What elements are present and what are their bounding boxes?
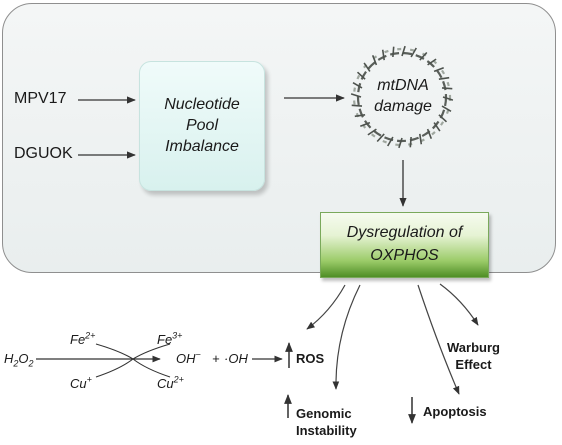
apoptosis-arrow: [417, 284, 460, 395]
ros-label: ROS: [296, 351, 325, 366]
helix-rung: [351, 104, 363, 107]
helix-rung: [433, 66, 444, 73]
helix-rung: [426, 128, 433, 139]
mtdna-label-line2: damage: [374, 98, 432, 115]
genomic-instability-label: Genomic Instability: [296, 406, 357, 438]
helix-rung: [360, 121, 371, 128]
warburg-effect-label: Warburg Effect: [447, 340, 500, 372]
mtdna-label: mtDNA damage: [362, 75, 444, 117]
cu-cycle-arrow: [95, 358, 171, 378]
cu2-label: Cu2+: [157, 374, 184, 391]
plus-sign: +: [212, 351, 220, 366]
helix-rung: [438, 114, 448, 123]
helix-rung: [356, 71, 366, 80]
warburg-arrow: [439, 283, 479, 326]
oxphos-box-line2: OXPHOS: [370, 247, 439, 264]
helix-rung: [441, 105, 452, 112]
helix-rung: [433, 122, 441, 132]
apoptosis-label: Apoptosis: [423, 404, 487, 419]
ros-arrow: [306, 284, 346, 330]
nucleotide-box-line2: Pool: [185, 117, 219, 134]
helix-rung: [354, 114, 366, 118]
nucleotide-pool-box: Nucleotide Pool Imbalance: [139, 61, 265, 191]
helix-rung: [442, 96, 454, 101]
helix-rung: [419, 51, 428, 61]
helix-rung: [350, 93, 362, 98]
mpv17-label: MPV17: [14, 90, 67, 107]
hydroxide-label: OH−: [176, 349, 201, 366]
cu1-label: Cu+: [70, 374, 92, 391]
helix-rung: [387, 136, 394, 147]
helix-rung: [352, 82, 363, 89]
hydroxyl-radical-label: ·OH: [224, 351, 248, 366]
fe3-label: Fe3+: [157, 330, 183, 347]
fe2-label: Fe2+: [70, 330, 96, 347]
helix-rung: [410, 47, 417, 58]
helix-rung: [398, 137, 403, 149]
h2o2-label: H2O2: [4, 351, 34, 369]
helix-rung: [371, 55, 378, 66]
dguok-label: DGUOK: [14, 145, 73, 162]
helix-rung: [367, 128, 377, 136]
helix-rung: [438, 76, 450, 80]
helix-rung: [392, 46, 395, 58]
helix-rung: [376, 133, 385, 143]
helix-rung: [363, 62, 371, 72]
genomic-instability-arrow: [332, 284, 361, 390]
helix-rung: [441, 87, 453, 90]
mtdna-label-line1: mtDNA: [377, 77, 429, 94]
oxphos-box-line1: Dysregulation of: [346, 224, 463, 241]
mtdna-ring-icon: [350, 45, 454, 149]
oxphos-dysregulation-box: Dysregulation of OXPHOS: [320, 212, 489, 278]
helix-rung: [381, 49, 385, 61]
helix-rung: [419, 133, 423, 145]
helix-rung: [409, 136, 412, 148]
helix-rung: [427, 58, 437, 66]
nucleotide-box-line3: Imbalance: [165, 138, 239, 155]
helix-rung: [401, 45, 406, 57]
nucleotide-box-line1: Nucleotide: [164, 96, 240, 113]
